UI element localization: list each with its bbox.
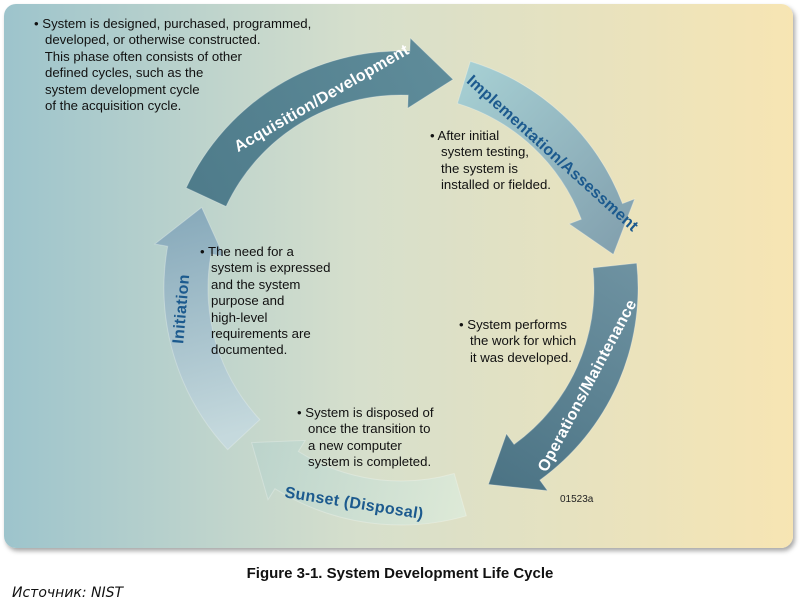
acquisition-arrow bbox=[185, 37, 454, 208]
implementation-arrow bbox=[456, 60, 636, 256]
note-line: of the acquisition cycle. bbox=[34, 98, 182, 114]
note-line: • System is disposed of bbox=[297, 405, 434, 420]
note-operations: • System performs the work for which it … bbox=[459, 317, 576, 366]
note-line: system is expressed bbox=[200, 260, 331, 276]
note-line: • System performs bbox=[459, 317, 567, 332]
source-attribution: Источник: NIST bbox=[12, 585, 124, 601]
note-line: it was developed. bbox=[459, 349, 572, 365]
label-initiation: Initiation bbox=[170, 274, 193, 345]
note-line: purpose and bbox=[200, 293, 285, 309]
sunset-arrow bbox=[250, 439, 467, 526]
initiation-arrow bbox=[153, 206, 261, 451]
figure-code: 01523a bbox=[560, 494, 594, 505]
note-line: • After initial bbox=[430, 128, 500, 143]
note-line: installed or fielded. bbox=[430, 177, 551, 193]
figure-caption: Figure 3-1. System Development Life Cycl… bbox=[246, 565, 554, 582]
note-line: high-level bbox=[200, 309, 268, 325]
note-line: requirements are bbox=[200, 326, 311, 342]
note-line: and the system bbox=[200, 276, 301, 292]
note-line: system development cycle bbox=[34, 81, 200, 97]
note-line: a new computer bbox=[297, 437, 402, 453]
note-acquisition: • System is designed, purchased, program… bbox=[34, 16, 311, 114]
note-sunset: • System is disposed of once the transit… bbox=[297, 405, 434, 471]
note-implementation: • After initial system testing, the syst… bbox=[430, 128, 551, 194]
note-line: • System is designed, purchased, program… bbox=[34, 16, 312, 31]
note-line: the system is bbox=[430, 160, 518, 176]
note-initiation: • The need for a system is expressed and… bbox=[200, 244, 330, 359]
note-line: This phase often consists of other bbox=[34, 48, 242, 64]
note-line: developed, or otherwise constructed. bbox=[34, 32, 261, 48]
note-line: system testing, bbox=[430, 144, 529, 160]
note-line: once the transition to bbox=[297, 421, 431, 437]
operations-arrow bbox=[487, 262, 639, 492]
note-line: the work for which bbox=[459, 333, 577, 349]
note-line: documented. bbox=[200, 342, 288, 358]
note-line: defined cycles, such as the bbox=[34, 65, 204, 81]
note-line: • The need for a bbox=[200, 244, 294, 259]
note-line: system is completed. bbox=[297, 454, 432, 470]
